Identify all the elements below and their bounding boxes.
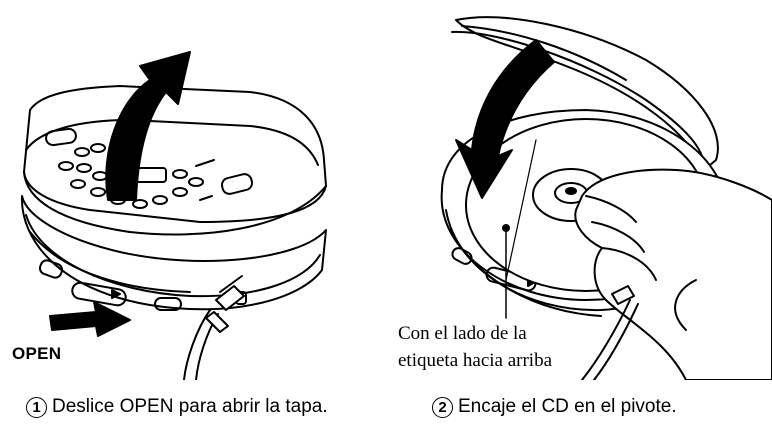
player-base	[20, 195, 327, 311]
slide-open-arrow	[49, 301, 131, 337]
step-number-2: 2	[432, 396, 453, 418]
cd-player-opening-illustration	[20, 51, 327, 380]
step-2-text: Encaje el CD en el pivote.	[458, 396, 677, 417]
player-lid	[23, 85, 327, 236]
open-switch-label: OPEN	[12, 344, 62, 363]
label-side-line-2: etiqueta hacia arriba	[398, 350, 553, 371]
step-2-caption: 2 Encaje el CD en el pivote.	[432, 396, 677, 418]
step-number-1: 1	[26, 396, 47, 418]
close-lid-arrow	[455, 39, 555, 199]
label-side-callout: Con el lado de la etiqueta hacia arriba	[398, 320, 552, 374]
headphone-cable	[581, 285, 639, 380]
headphone-cable	[183, 275, 245, 380]
lift-arrow	[105, 51, 191, 201]
hand	[574, 168, 772, 380]
cd-insert-illustration	[440, 16, 772, 380]
step-1-panel: OPEN	[0, 0, 380, 380]
label-side-line-1: Con el lado de la	[398, 323, 527, 344]
step-1-caption: 1 Deslice OPEN para abrir la tapa.	[26, 396, 328, 418]
step-2-panel: Con el lado de la etiqueta hacia arriba	[386, 0, 772, 380]
step-1-text: Deslice OPEN para abrir la tapa.	[52, 396, 328, 417]
